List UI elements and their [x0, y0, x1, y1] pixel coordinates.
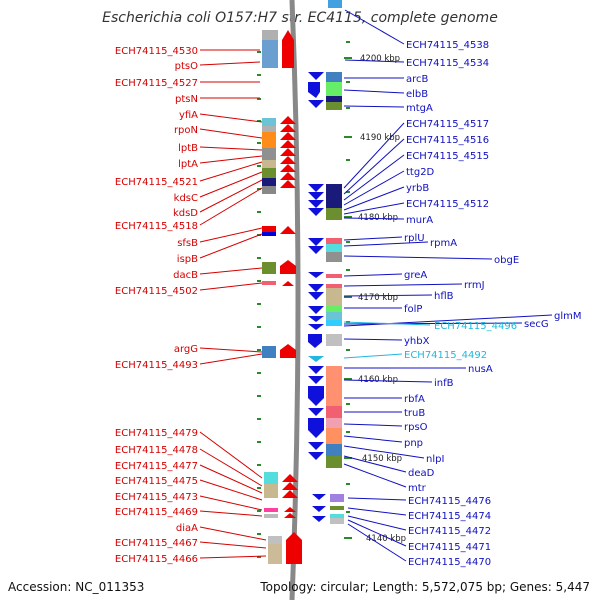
left-connectors — [199, 49, 267, 559]
kbp-marker: 4160 kbp — [358, 375, 398, 385]
gene-label: ECH74115_4534 — [406, 58, 489, 69]
gene-label: rplU — [404, 233, 425, 244]
gene-label: truB — [404, 408, 425, 419]
gene-label: ispB — [177, 254, 198, 265]
gene-label: yrbB — [406, 183, 429, 194]
kbp-marker: 4190 kbp — [360, 133, 400, 143]
gene-label: murA — [406, 215, 433, 226]
gene-label: nlpI — [426, 454, 444, 465]
gene-label: kdsD — [173, 208, 198, 219]
gene-label: ECH74115_4471 — [408, 542, 491, 553]
gene-label: ECH74115_4530 — [115, 46, 198, 57]
gene-label: mtr — [408, 483, 427, 494]
forward-strand-features — [262, 30, 302, 564]
left-gene-labels: ECH74115_4530 ptsO ECH74115_4527 ptsN yf… — [115, 46, 198, 565]
gene-label: dacB — [173, 270, 198, 281]
genome-backbone — [289, 0, 301, 600]
gene-label: ECH74115_4473 — [115, 492, 198, 503]
cyan-connectors — [343, 321, 431, 359]
right-gene-labels: ECH74115_4538 ECH74115_4534 arcB elbB mt… — [404, 40, 582, 568]
topology-label: Topology: circular; Length: 5,572,075 bp… — [260, 580, 590, 594]
gene-label: mtgA — [406, 103, 433, 114]
gene-label: lptB — [178, 143, 198, 154]
gene-label: rbfA — [404, 394, 425, 405]
gene-label: secG — [524, 319, 549, 330]
gene-label: yfiA — [179, 110, 198, 121]
gene-label: sfsB — [177, 238, 198, 249]
tick-marks — [257, 41, 352, 558]
gene-label: ECH74115_4512 — [406, 199, 489, 210]
gene-label: arcB — [406, 74, 429, 85]
gene-label: ECH74115_4515 — [406, 151, 489, 162]
gene-label: ECH74115_4479 — [115, 428, 198, 439]
gene-label: infB — [434, 378, 454, 389]
reverse-arrows — [308, 72, 326, 522]
gene-label: ECH74115_4467 — [115, 538, 198, 549]
gene-label: kdsC — [174, 193, 198, 204]
gene-label: folP — [404, 304, 422, 315]
gene-label: ECH74115_4466 — [115, 554, 198, 565]
gene-label: pnp — [404, 438, 423, 449]
kbp-markers: 4200 kbp 4190 kbp 4180 kbp 4170 kbp 4160… — [358, 54, 406, 544]
gene-label: greA — [404, 270, 427, 281]
gene-label: ECH74115_4502 — [115, 286, 198, 297]
gene-label: ECH74115_4517 — [406, 119, 489, 130]
gene-label: ECH74115_4492 — [404, 350, 487, 361]
kbp-marker: 4200 kbp — [360, 54, 400, 64]
gene-label: rpmA — [430, 238, 457, 249]
gene-label: ECH74115_4493 — [115, 360, 198, 371]
gene-label: obgE — [494, 255, 519, 266]
gene-label: ttg2D — [406, 167, 435, 178]
gene-label: nusA — [468, 364, 493, 375]
gene-label: rpsO — [404, 422, 428, 433]
gene-label: rrmJ — [464, 280, 485, 291]
gene-label: argG — [174, 344, 198, 355]
gene-label: elbB — [406, 89, 428, 100]
gene-label: ECH74115_4477 — [115, 461, 198, 472]
gene-label: hflB — [434, 291, 454, 302]
gene-label: ECH74115_4496 — [434, 321, 517, 332]
gene-label: ECH74115_4475 — [115, 476, 198, 487]
gene-label: ECH74115_4476 — [408, 496, 491, 507]
gene-label: ECH74115_4521 — [115, 177, 198, 188]
forward-arrows — [280, 116, 298, 518]
gene-label: ECH74115_4516 — [406, 135, 489, 146]
gene-label: ECH74115_4469 — [115, 507, 198, 518]
reverse-strand-features — [326, 0, 344, 524]
gene-label: ECH74115_4470 — [408, 557, 491, 568]
gene-label: ECH74115_4472 — [408, 526, 491, 537]
kbp-marker: 4170 kbp — [358, 293, 398, 303]
gene-label: yhbX — [404, 336, 430, 347]
gene-label: ECH74115_4518 — [115, 221, 198, 232]
kbp-marker: 4140 kbp — [366, 534, 406, 544]
gene-label: rpoN — [174, 125, 198, 136]
gene-label: ECH74115_4538 — [406, 40, 489, 51]
genome-title: Escherichia coli O157:H7 str. EC4115, co… — [102, 10, 498, 26]
gene-label: lptA — [178, 159, 198, 170]
accession-label: Accession: NC_011353 — [8, 580, 145, 594]
cyan-arrow — [308, 356, 324, 362]
gene-label: deaD — [408, 468, 435, 479]
gene-label: ECH74115_4474 — [408, 511, 491, 522]
gene-label: ECH74115_4527 — [115, 78, 198, 89]
kbp-marker: 4180 kbp — [358, 213, 398, 223]
gene-label: diaA — [176, 523, 198, 534]
kbp-marker: 4150 kbp — [362, 454, 402, 464]
gene-label: ptsO — [175, 61, 198, 72]
gene-label: ECH74115_4478 — [115, 445, 198, 456]
right-connectors — [343, 9, 553, 562]
gene-label: ptsN — [175, 94, 198, 105]
gene-label: glmM — [554, 311, 582, 322]
